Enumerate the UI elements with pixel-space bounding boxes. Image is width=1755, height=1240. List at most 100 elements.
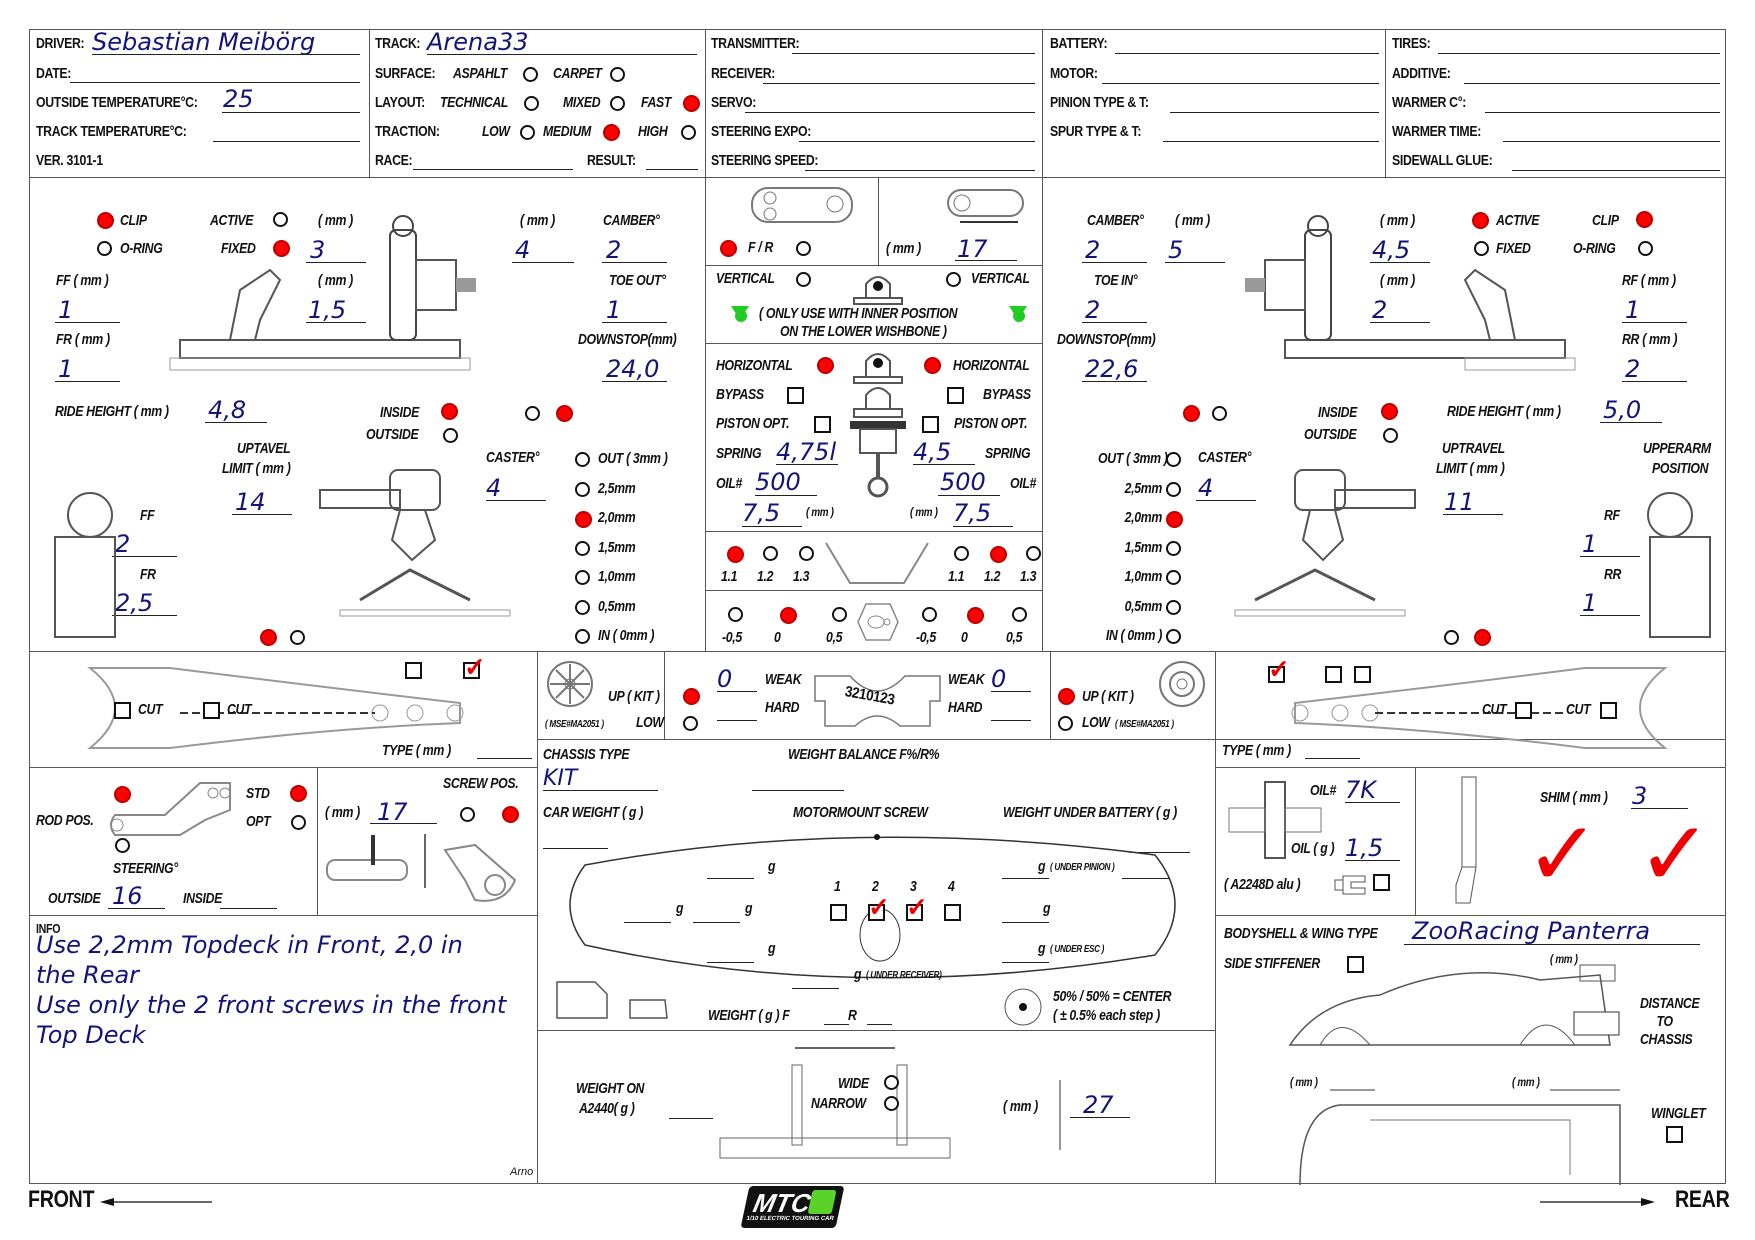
traction-high-radio[interactable] bbox=[681, 125, 696, 140]
battery-field[interactable] bbox=[1115, 53, 1379, 54]
fr-alt-radio[interactable] bbox=[796, 241, 811, 256]
front-downstop-pos-2[interactable] bbox=[556, 405, 573, 422]
steering-expo-field[interactable] bbox=[799, 141, 1035, 142]
front-fixed-radio[interactable] bbox=[273, 240, 290, 257]
rear-caster-option-radio[interactable] bbox=[1166, 540, 1181, 556]
hub-rear-radio[interactable] bbox=[967, 607, 984, 624]
std-radio[interactable] bbox=[290, 785, 307, 802]
shim-option-1-checkmark-icon[interactable]: ✓ bbox=[1525, 802, 1601, 907]
front-downstop-field[interactable]: 24,0 bbox=[606, 355, 660, 383]
transmitter-field[interactable] bbox=[792, 53, 1035, 54]
info-notes[interactable]: Use 2,2mm Topdeck in Front, 2,0 in the R… bbox=[36, 931, 507, 1049]
shock-length-front-field[interactable]: 7,5 bbox=[742, 499, 781, 527]
front-ff-field[interactable]: 2 bbox=[115, 530, 131, 558]
horizontal-left-radio[interactable] bbox=[817, 357, 834, 374]
hub-front-radio[interactable] bbox=[780, 607, 797, 624]
front-camber-field[interactable]: 2 bbox=[606, 236, 622, 264]
rear-inside-radio[interactable] bbox=[1381, 403, 1398, 420]
right-hard-field[interactable] bbox=[991, 720, 1031, 721]
rear-rf-mm-field[interactable]: 1 bbox=[1625, 296, 1641, 324]
front-uptravel-field[interactable]: 14 bbox=[235, 488, 266, 516]
front-upper-link-field[interactable]: 3 bbox=[310, 236, 326, 264]
rear-arm-cut-1-checkbox[interactable] bbox=[1515, 702, 1532, 719]
winglet-checkbox[interactable] bbox=[1666, 1126, 1683, 1143]
front-arm-cut-1-checkbox[interactable] bbox=[114, 702, 131, 719]
weight-field[interactable] bbox=[707, 962, 754, 963]
front-caster-option-radio[interactable] bbox=[575, 540, 590, 556]
rear-downstop-pos-1[interactable] bbox=[1183, 405, 1200, 422]
diff-oil-g-field[interactable]: 1,5 bbox=[1345, 834, 1384, 862]
rear-oring-radio[interactable] bbox=[1638, 241, 1653, 256]
weight-field[interactable] bbox=[792, 988, 839, 989]
weight-front-field[interactable] bbox=[824, 1024, 849, 1025]
sidewall-glue-field[interactable] bbox=[1512, 170, 1720, 171]
rear-caster-option-radio[interactable] bbox=[1166, 570, 1181, 585]
spring-front-field[interactable]: 4,75l bbox=[776, 438, 837, 466]
rear-upper-link-field[interactable]: 5 bbox=[1168, 236, 1184, 264]
rear-rr-field[interactable]: 1 bbox=[1582, 589, 1598, 617]
front-wheel-low-radio[interactable] bbox=[683, 716, 698, 731]
layout-mixed-radio[interactable] bbox=[610, 96, 625, 111]
vertical-right-radio[interactable] bbox=[946, 272, 961, 287]
traction-low-radio[interactable] bbox=[520, 125, 535, 140]
weight-balance-field[interactable] bbox=[752, 790, 844, 791]
motor-field[interactable] bbox=[1102, 83, 1379, 84]
rear-toe-field[interactable]: 2 bbox=[1085, 296, 1101, 324]
rear-wheel-up-radio[interactable] bbox=[1058, 688, 1075, 705]
weight-rear-field[interactable] bbox=[867, 1024, 892, 1025]
car-weight-field[interactable] bbox=[543, 848, 608, 849]
vertical-left-radio[interactable] bbox=[796, 272, 811, 287]
surface-carpet-radio[interactable] bbox=[610, 67, 625, 82]
front-ff-mm-field[interactable]: 1 bbox=[58, 296, 74, 324]
screw-pos-2-radio[interactable] bbox=[502, 806, 519, 823]
front-uptravel-pos-1[interactable] bbox=[260, 629, 277, 646]
piston-right-checkbox[interactable] bbox=[922, 416, 939, 433]
front-arm-option-2-checkbox[interactable] bbox=[463, 662, 480, 679]
spring-rear-field[interactable]: 4,5 bbox=[913, 438, 952, 466]
rear-upper-link2-field[interactable]: 4,5 bbox=[1372, 236, 1411, 264]
rear-arm-type-field[interactable] bbox=[1305, 758, 1360, 759]
front-caster-field[interactable]: 4 bbox=[486, 474, 502, 502]
hub-front-radio[interactable] bbox=[728, 607, 743, 622]
diff-oil-field[interactable]: 7K bbox=[1345, 776, 1377, 804]
weight-field[interactable] bbox=[1002, 922, 1049, 923]
rear-caster-option-radio[interactable] bbox=[1166, 452, 1181, 467]
warmer-time-field[interactable] bbox=[1503, 141, 1720, 142]
motormount-screw-checkbox[interactable] bbox=[830, 904, 847, 921]
rear-ride-height-field[interactable]: 5,0 bbox=[1603, 396, 1642, 424]
oil-front-field[interactable]: 500 bbox=[755, 468, 801, 496]
shim-option-2-checkmark-icon[interactable]: ✓ bbox=[1637, 802, 1713, 907]
traction-medium-radio[interactable] bbox=[603, 124, 620, 141]
front-lower-link-field[interactable]: 1,5 bbox=[308, 296, 347, 324]
front-active-radio[interactable] bbox=[273, 212, 288, 227]
date-field[interactable] bbox=[70, 82, 360, 83]
hub-front-radio[interactable] bbox=[832, 607, 847, 622]
front-oring-radio[interactable] bbox=[97, 241, 112, 256]
track-temp-field[interactable] bbox=[213, 141, 360, 142]
rear-wheel-low-radio[interactable] bbox=[1058, 716, 1073, 731]
steering-outside-field[interactable]: 16 bbox=[112, 882, 143, 910]
weight-field[interactable] bbox=[1002, 878, 1049, 879]
rear-arm-option-2-checkbox[interactable] bbox=[1325, 666, 1342, 683]
front-fr-mm-field[interactable]: 1 bbox=[58, 355, 74, 383]
rear-caster-option-radio[interactable] bbox=[1166, 629, 1181, 644]
front-inside-radio[interactable] bbox=[441, 403, 458, 420]
screw-pos-1-radio[interactable] bbox=[460, 807, 475, 822]
rear-uptravel-pos-1[interactable] bbox=[1444, 630, 1459, 645]
weight-field[interactable] bbox=[707, 878, 754, 879]
weight-under-battery-field[interactable] bbox=[1130, 852, 1190, 853]
rear-uptravel-field[interactable]: 11 bbox=[1444, 488, 1475, 516]
hub-rear-radio[interactable] bbox=[1012, 607, 1027, 622]
motormount-screw-checkbox[interactable] bbox=[868, 904, 885, 921]
front-outside-radio[interactable] bbox=[443, 428, 458, 443]
front-ride-height-field[interactable]: 4,8 bbox=[208, 396, 247, 424]
front-wheel-up-radio[interactable] bbox=[683, 688, 700, 705]
driver-field[interactable]: Sebastian Meibörg bbox=[92, 28, 316, 56]
rear-outside-radio[interactable] bbox=[1383, 428, 1398, 443]
antiroll-front-radio[interactable] bbox=[763, 546, 778, 561]
oil-rear-field[interactable]: 500 bbox=[940, 468, 986, 496]
race-field[interactable] bbox=[413, 169, 573, 170]
steering-speed-field[interactable] bbox=[805, 170, 1035, 171]
servo-field[interactable] bbox=[745, 112, 1035, 113]
shock-length-rear-field[interactable]: 7,5 bbox=[953, 499, 992, 527]
